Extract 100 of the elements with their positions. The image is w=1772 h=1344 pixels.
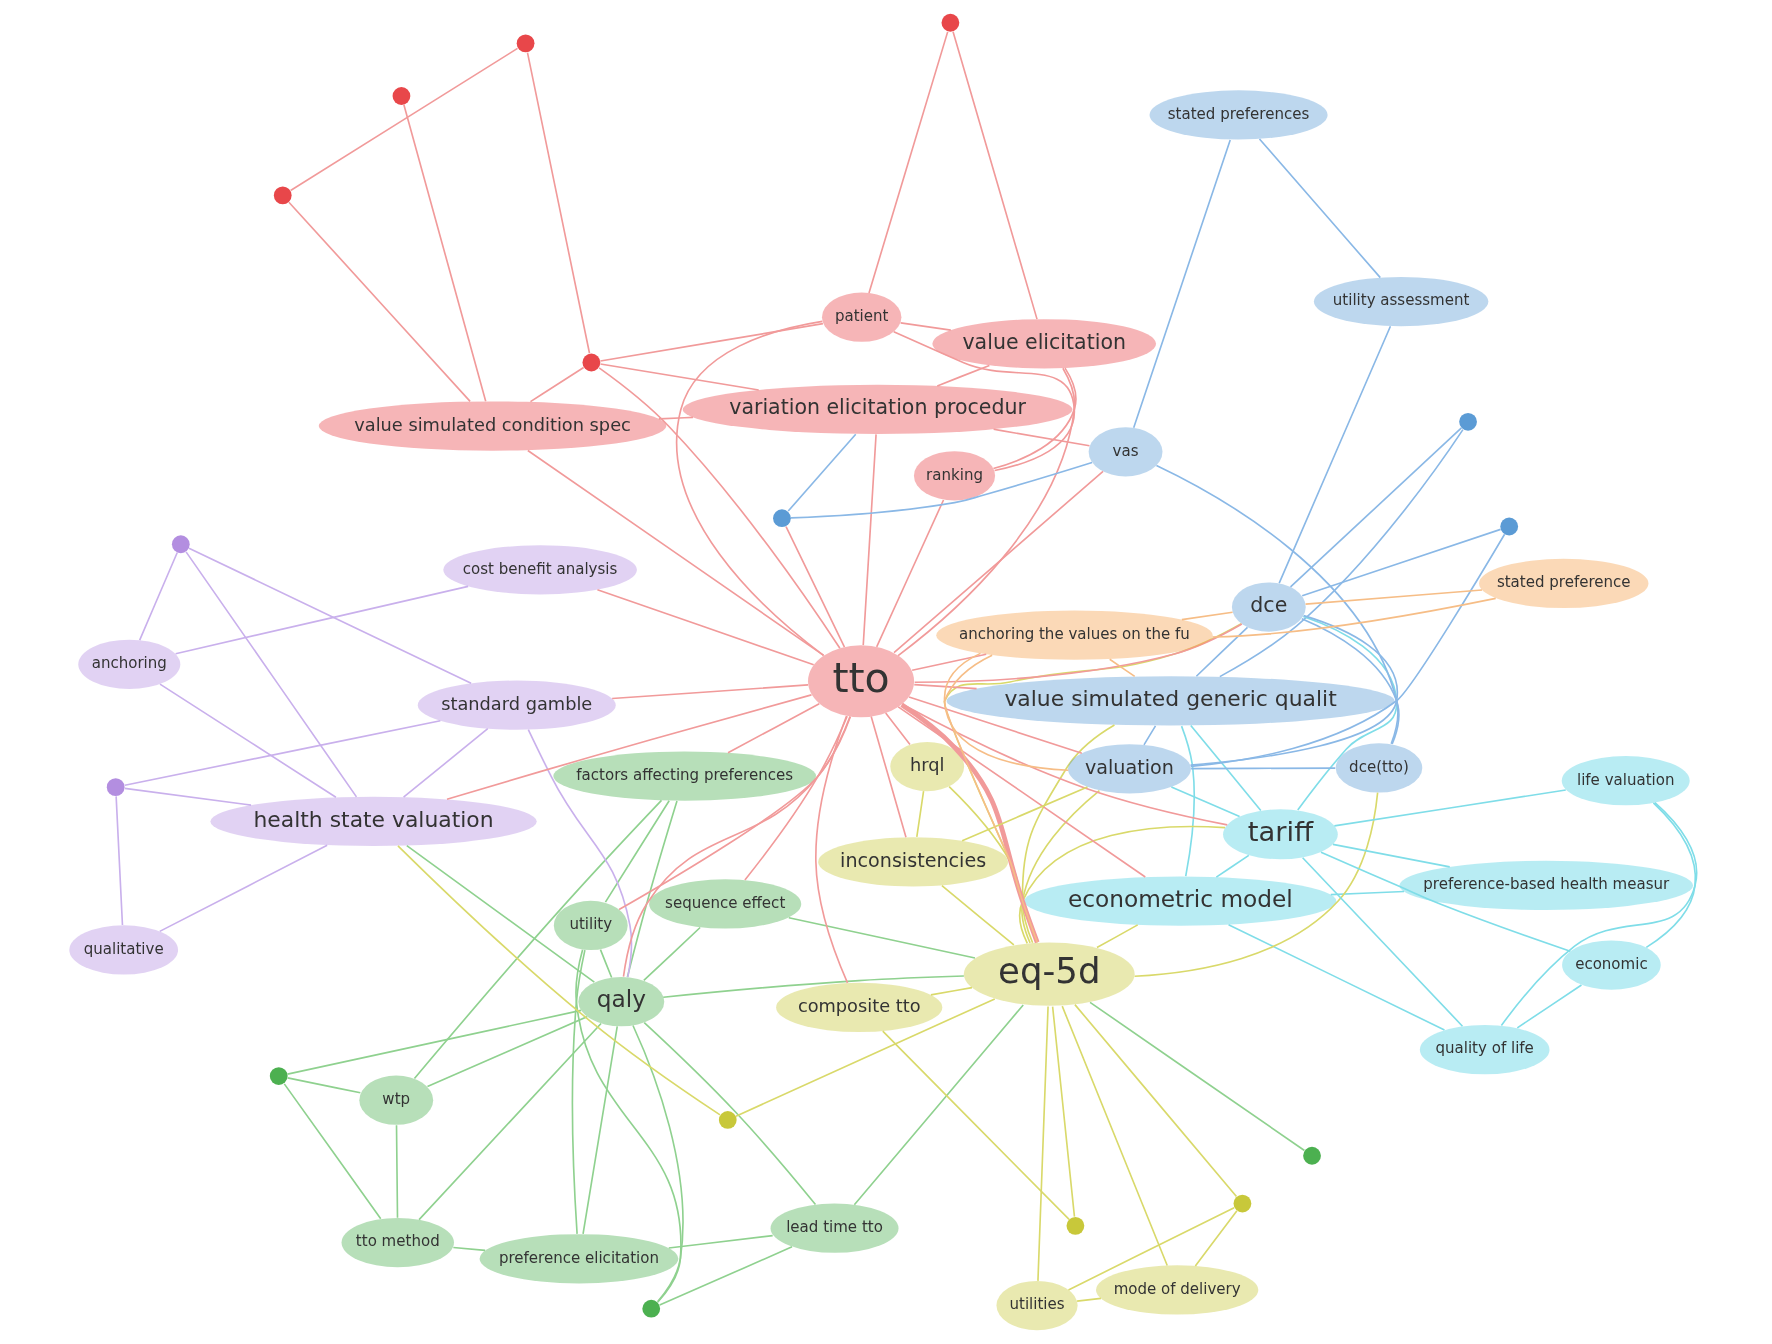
node-ellipse: variation elicitation procedur bbox=[682, 384, 1072, 435]
node-ellipse: econometric model bbox=[1023, 876, 1336, 926]
node-ellipse: health state valuation bbox=[209, 796, 537, 847]
connector bbox=[1132, 139, 1231, 429]
connector bbox=[1300, 617, 1400, 745]
connector bbox=[1133, 791, 1378, 978]
connector bbox=[884, 712, 911, 746]
connector bbox=[1067, 1206, 1235, 1291]
connector bbox=[867, 31, 948, 294]
node-circle bbox=[1499, 517, 1518, 536]
node-ellipse: utilities bbox=[995, 1280, 1078, 1331]
connector bbox=[604, 799, 670, 903]
connector bbox=[814, 715, 848, 984]
node-ellipse: stated preferences bbox=[1149, 90, 1328, 140]
connector bbox=[1500, 801, 1697, 1027]
connector bbox=[1021, 724, 1115, 944]
connector bbox=[405, 844, 595, 983]
connector bbox=[907, 696, 1083, 755]
connector bbox=[597, 367, 841, 650]
connector bbox=[1331, 843, 1451, 868]
connector bbox=[596, 588, 814, 666]
connector bbox=[1645, 802, 1696, 949]
connector bbox=[187, 547, 472, 685]
node-ellipse: tto method bbox=[341, 1217, 454, 1268]
connector bbox=[396, 844, 721, 1116]
connector bbox=[287, 201, 471, 403]
connector bbox=[1095, 924, 1138, 949]
node-ellipse: economic bbox=[1561, 940, 1661, 990]
node-circle bbox=[273, 186, 292, 205]
connector bbox=[1180, 725, 1195, 878]
connector bbox=[527, 728, 632, 978]
connector bbox=[158, 844, 328, 933]
connector bbox=[417, 1022, 602, 1221]
node-ellipse: inconsistencies bbox=[817, 837, 1008, 887]
node-ellipse: standard gamble bbox=[417, 680, 616, 730]
node-ellipse: qualitative bbox=[68, 925, 178, 975]
node-ellipse: lead time tto bbox=[770, 1203, 899, 1253]
connector bbox=[658, 1246, 793, 1306]
connector bbox=[1170, 786, 1240, 818]
connector bbox=[123, 787, 252, 806]
connector bbox=[452, 1246, 486, 1252]
connector bbox=[174, 585, 469, 655]
connector bbox=[1301, 856, 1463, 1027]
node-ellipse: anchoring bbox=[77, 639, 180, 689]
connector bbox=[951, 31, 1038, 320]
node-ellipse: patient bbox=[821, 292, 901, 342]
connector bbox=[1289, 427, 1462, 588]
node-circle bbox=[1302, 1146, 1321, 1165]
node-circle bbox=[392, 87, 410, 105]
node-ellipse: wtp bbox=[358, 1075, 433, 1125]
connector bbox=[861, 433, 877, 646]
connector bbox=[1194, 1210, 1238, 1267]
connector bbox=[1189, 533, 1505, 768]
connector bbox=[286, 1077, 361, 1094]
connector bbox=[1258, 138, 1381, 279]
connector bbox=[1020, 789, 1100, 944]
node-circle bbox=[1458, 412, 1477, 431]
connector bbox=[915, 790, 924, 838]
connector bbox=[123, 719, 441, 787]
connector bbox=[743, 715, 848, 881]
connector bbox=[929, 986, 973, 996]
connector bbox=[1218, 428, 1464, 678]
node-circle bbox=[1066, 1216, 1084, 1235]
connector bbox=[853, 1004, 1024, 1206]
connector bbox=[599, 322, 824, 362]
connector bbox=[935, 364, 990, 387]
connector bbox=[789, 461, 1093, 519]
connector bbox=[426, 1015, 588, 1088]
connector bbox=[943, 652, 1069, 772]
node-ellipse: ranking bbox=[913, 451, 995, 501]
connector bbox=[395, 1124, 398, 1219]
node-ellipse: mode of delivery bbox=[1095, 1265, 1258, 1315]
connector bbox=[896, 367, 1075, 657]
connector bbox=[1180, 611, 1233, 621]
node-ellipse: hrql bbox=[889, 742, 964, 792]
node-ellipse: cost benefit analysis bbox=[442, 545, 637, 595]
node-ellipse: stated preference bbox=[1478, 558, 1648, 609]
node-ellipse: life valuation bbox=[1561, 756, 1690, 806]
connector bbox=[642, 926, 701, 982]
connector bbox=[402, 104, 486, 403]
connector bbox=[529, 366, 584, 403]
connector bbox=[1319, 851, 1571, 953]
connector bbox=[1018, 825, 1226, 945]
node-ellipse: sequence effect bbox=[648, 879, 801, 929]
connector bbox=[1304, 589, 1483, 605]
connector bbox=[875, 499, 944, 648]
connector bbox=[138, 551, 178, 641]
connector bbox=[184, 551, 357, 798]
connector bbox=[657, 416, 694, 420]
connector bbox=[892, 470, 1104, 654]
connector bbox=[631, 1024, 684, 1303]
connector bbox=[1211, 597, 1496, 638]
connector bbox=[642, 1021, 816, 1206]
node-ellipse: anchoring the values on the fu bbox=[935, 610, 1213, 660]
connector bbox=[1189, 767, 1336, 770]
connector bbox=[581, 1025, 618, 1235]
connector bbox=[881, 1030, 1070, 1221]
node-ellipse: preference elicitation bbox=[479, 1234, 678, 1284]
node-ellipse: eq-5d bbox=[963, 942, 1135, 1006]
node-circle bbox=[941, 13, 959, 32]
